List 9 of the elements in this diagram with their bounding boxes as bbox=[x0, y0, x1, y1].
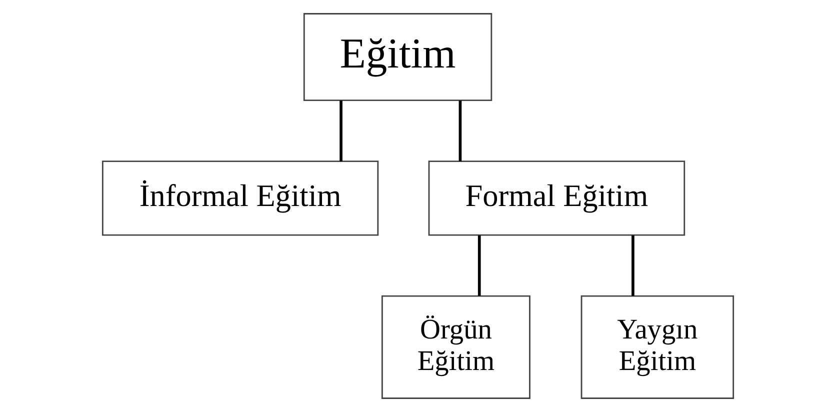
node-box: Örgün Eğitim bbox=[380, 295, 530, 399]
connector bbox=[339, 100, 342, 162]
node-box: Formal Eğitim bbox=[428, 160, 685, 236]
node-box: İnformal Eğitim bbox=[101, 160, 378, 236]
node-box: Yaygın Eğitim bbox=[580, 295, 734, 399]
connector bbox=[458, 100, 462, 162]
connector bbox=[477, 235, 480, 296]
connector bbox=[631, 235, 634, 296]
node-box: Eğitim bbox=[302, 13, 492, 101]
